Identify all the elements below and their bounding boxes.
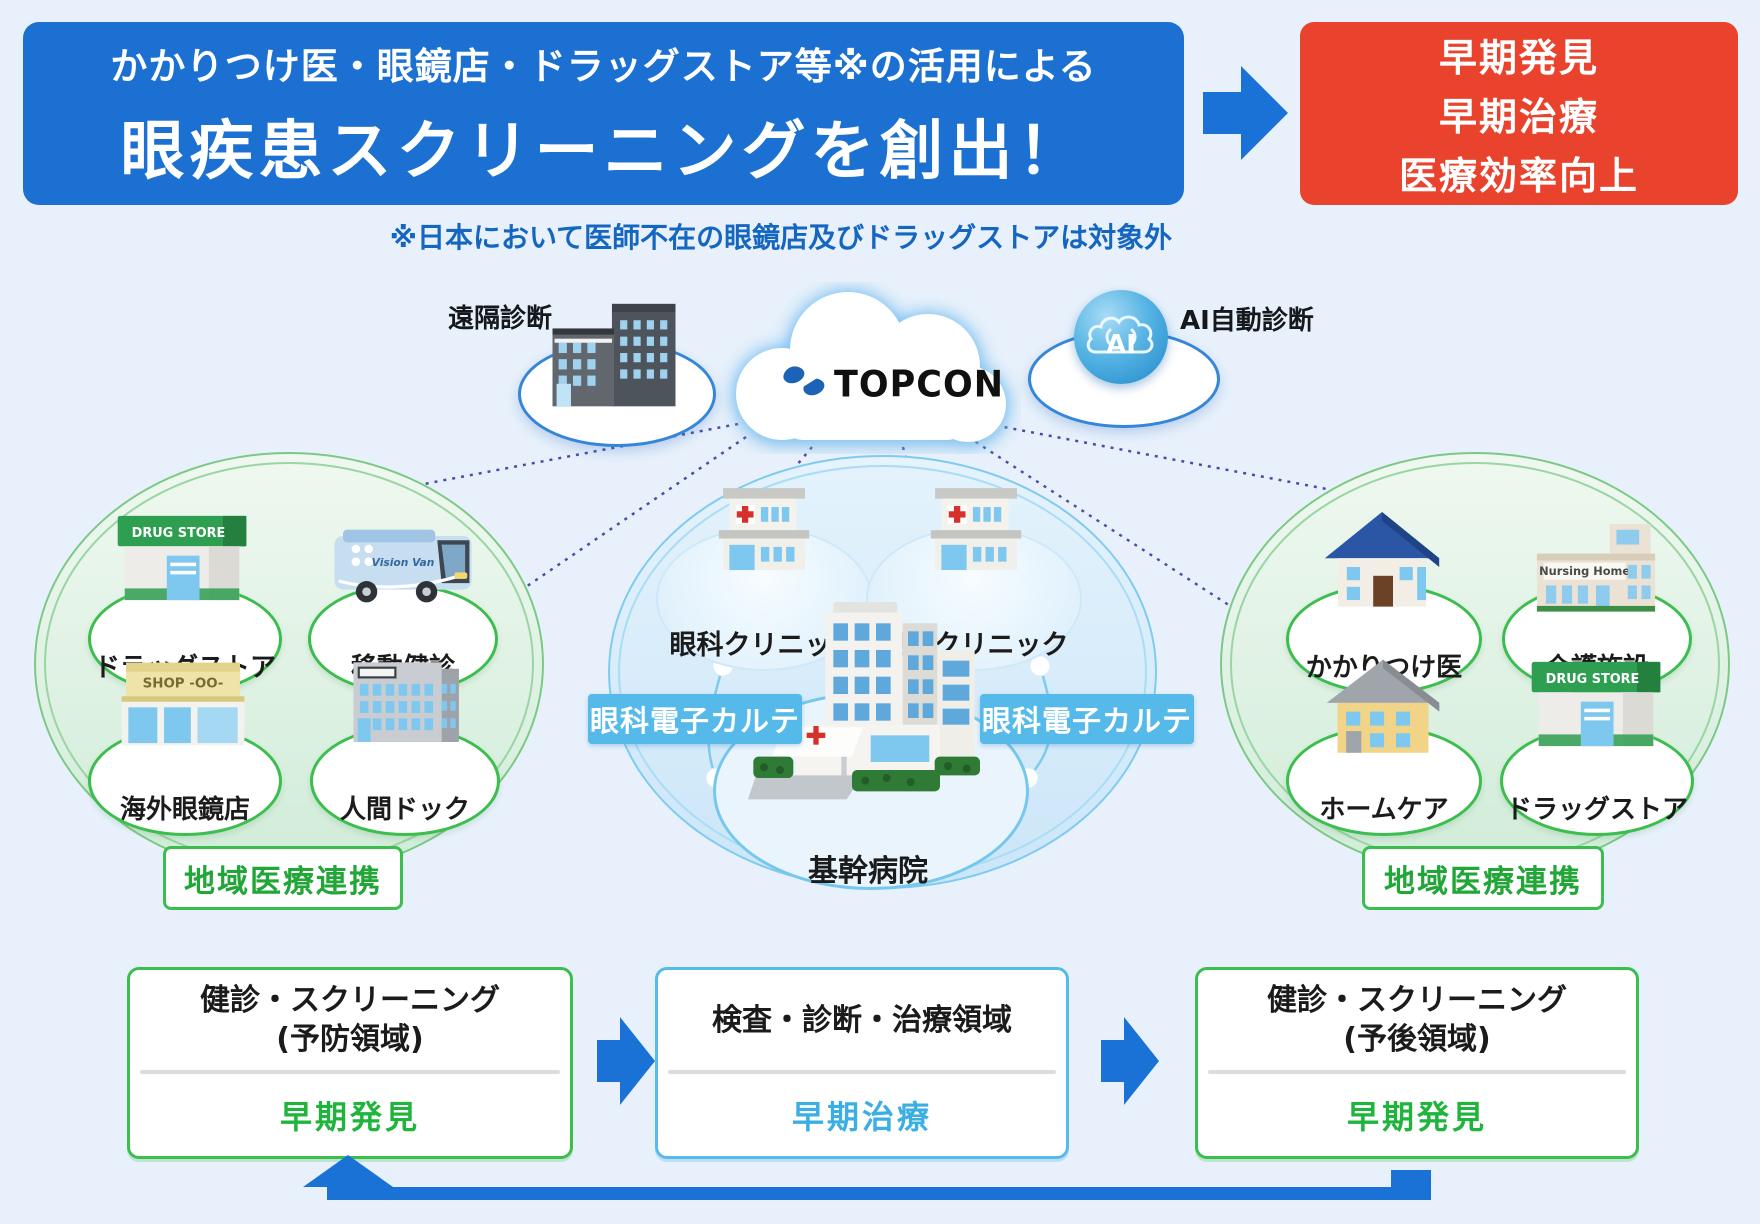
left-region-tag: 地域医療連携 (163, 846, 403, 910)
flow-box-prognosis-title: 健診・スクリーニング (1267, 983, 1567, 1018)
topcon-wordmark: TOPCON (834, 364, 1005, 406)
left-node-health-checkup: 人間ドック (310, 726, 500, 836)
home-care-house-icon (1326, 659, 1440, 753)
divider (1208, 1070, 1626, 1074)
flow-box-prevention-result: 早期発見 (279, 1098, 420, 1136)
ai-sphere-text: AI (1106, 330, 1136, 360)
banner-line2: 眼疾患スクリーニングを創出！ (120, 114, 1087, 189)
result-line-2: 早期治療 (1438, 95, 1599, 139)
result-box: 早期発見 早期治療 医療効率向上 (1300, 22, 1738, 205)
flow-box-treatment: 検査・診断・治療領域 早期治療 (655, 967, 1069, 1159)
drug-store-right-sign-text: DRUG STORE (1546, 672, 1640, 687)
vision-van-sign-text: Vision Van (372, 556, 435, 569)
flow-arrow-1 (597, 1017, 655, 1105)
flow-box-treatment-result: 早期治療 (791, 1098, 932, 1136)
result-line-3: 医療効率向上 (1398, 154, 1639, 198)
family-doctor-house-icon (1324, 512, 1440, 607)
banner-to-result-arrow (1203, 66, 1288, 160)
topcon-logo: TOPCON (782, 364, 1004, 406)
ai-brain-cloud-icon: AI (1086, 315, 1154, 360)
flow-box-prognosis-result: 早期発見 (1346, 1098, 1487, 1136)
ai-sphere-icon: AI (1074, 290, 1168, 384)
right-node-home-care-label: ホームケア (1319, 795, 1449, 825)
left-node-overseas-shop-label: 海外眼鏡店 (119, 795, 250, 825)
flow-box-prevention-subtitle: (予防領域) (276, 1022, 424, 1057)
ai-diagnosis-label: AI自動診断 (1180, 306, 1314, 336)
footnote: ※日本において医師不在の眼鏡店及びドラッグストアは対象外 (389, 221, 1173, 254)
flow-box-prognosis-subtitle: (予後領域) (1343, 1022, 1491, 1057)
right-region-tag: 地域医療連携 (1362, 846, 1604, 910)
emr-label-left: 眼科電子カルテ (588, 694, 802, 744)
hospital-icon (748, 602, 980, 800)
flow-box-prevention: 健診・スクリーニング (予防領域) 早期発見 (127, 967, 573, 1159)
vision-van-icon: Vision Van (334, 529, 472, 603)
eye-clinic-1-icon (718, 488, 810, 571)
divider (668, 1070, 1056, 1074)
flow-arrow-2 (1101, 1017, 1159, 1105)
nursing-home-sign-text: Nursing Home (1539, 564, 1630, 578)
flow-box-treatment-title: 検査・診断・治療領域 (712, 1002, 1012, 1038)
flow-box-prognosis: 健診・スクリーニング (予後領域) 早期発見 (1195, 967, 1639, 1159)
topcon-cloud (736, 292, 1006, 442)
flow-box-prevention-title: 健診・スクリーニング (200, 983, 500, 1018)
drug-store-icon-right: DRUG STORE (1531, 661, 1661, 747)
right-node-drug-store-label: ドラッグストア (1505, 795, 1688, 825)
left-node-overseas-shop: 海外眼鏡店 (88, 726, 282, 836)
eye-clinic-2-icon (930, 488, 1022, 571)
overseas-shop-sign-text: SHOP -OO- (143, 676, 224, 691)
divider (140, 1070, 560, 1074)
header-banner: かかりつけ医・眼鏡店・ドラッグストア等※の活用による 眼疾患スクリーニングを創出… (23, 22, 1184, 205)
banner-line1: かかりつけ医・眼鏡店・ドラッグストア等※の活用による (110, 44, 1097, 88)
hospital-label: 基幹病院 (808, 854, 928, 889)
medical-checkup-building-icon (353, 662, 459, 742)
left-node-health-checkup-label: 人間ドック (339, 795, 470, 825)
drug-store-sign-text: DRUG STORE (132, 526, 226, 541)
result-line-1: 早期発見 (1438, 36, 1599, 80)
loop-arrow (303, 1155, 1431, 1200)
emr-label-right: 眼科電子カルテ (980, 694, 1194, 744)
overseas-glasses-shop-icon: SHOP -OO- (121, 662, 245, 746)
remote-buildings-icon (552, 303, 676, 407)
remote-diagnosis-label: 遠隔診断 (448, 304, 553, 334)
nursing-home-icon: Nursing Home (1536, 524, 1656, 612)
drug-store-icon: DRUG STORE (117, 515, 247, 601)
topcon-mark-icon (783, 366, 825, 396)
